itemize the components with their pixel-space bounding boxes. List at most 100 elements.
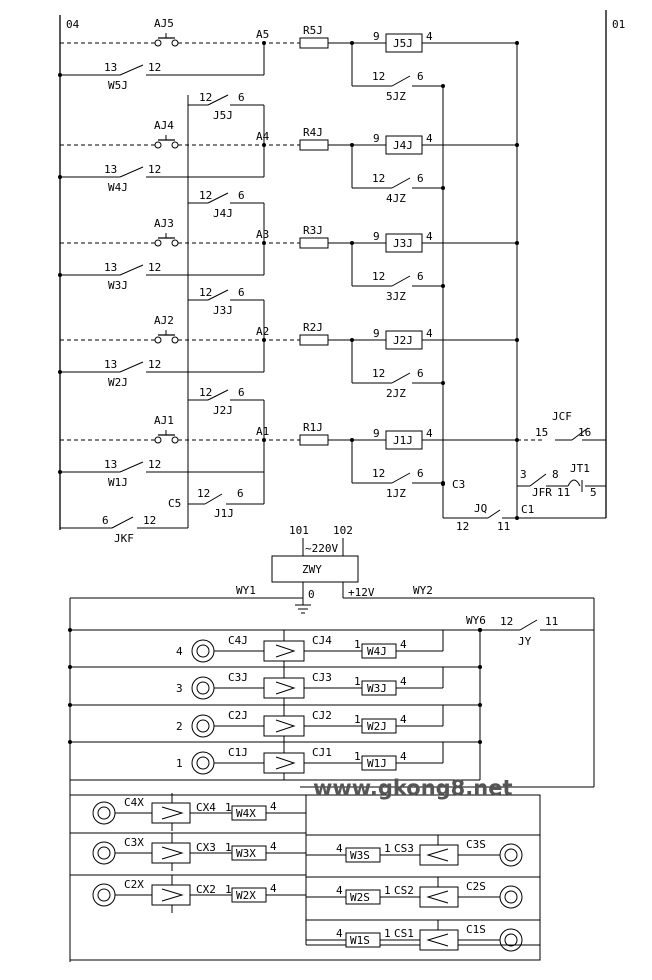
car-call-number: 1 xyxy=(176,757,183,770)
self-pin-a: 12 xyxy=(372,367,385,380)
relay-label: J1J xyxy=(393,434,413,447)
feed-pin-a: 12 xyxy=(199,189,212,202)
relay-pin-in: 9 xyxy=(373,230,380,243)
resistor xyxy=(299,237,329,249)
relay-pin-b: 4 xyxy=(270,882,277,895)
self-pin-a: 12 xyxy=(372,70,385,83)
voltage-in-label: ~220V xyxy=(305,542,338,555)
hold-label: W2J xyxy=(108,376,128,389)
hold-pin-a: 13 xyxy=(104,358,117,371)
button-label: AJ4 xyxy=(154,119,174,132)
jy-pin-a: 12 xyxy=(500,615,513,628)
relay-label: W2J xyxy=(367,720,387,733)
relay-pin-b: 4 xyxy=(336,927,343,940)
amplifier xyxy=(151,884,191,906)
sensor-label: C2S xyxy=(466,880,486,893)
jt1-label: JT1 xyxy=(570,462,590,475)
power-supply: 101 102 ~220V ZWY 0 +12V WY1 WY2 xyxy=(69,524,595,962)
relay-pin-b: 4 xyxy=(400,750,407,763)
jfr-label: JFR xyxy=(532,486,552,499)
jcf-pin-b: 16 xyxy=(578,426,591,439)
amplifier-arrow-icon xyxy=(275,756,296,770)
sensor-ring-icon xyxy=(191,714,215,738)
node-label: A1 xyxy=(256,425,269,438)
feed-pin-b: 6 xyxy=(238,189,245,202)
relay-label: W3S xyxy=(350,849,370,862)
jcf-pin-a: 15 xyxy=(535,426,548,439)
jy-pin-b: 11 xyxy=(545,615,558,628)
feed-pin-b: 6 xyxy=(238,91,245,104)
relay-pin-out: 4 xyxy=(426,230,433,243)
jkf-pin-b: 12 xyxy=(143,514,156,527)
hold-pin-b: 12 xyxy=(148,163,161,176)
resistor xyxy=(299,37,329,49)
resistor-label: R1J xyxy=(303,421,323,434)
amplifier xyxy=(419,886,459,908)
self-pin-a: 12 xyxy=(372,172,385,185)
relay-pin-a: 1 xyxy=(354,638,361,651)
relay-label: W4X xyxy=(236,807,256,820)
bottom-feed-contact: C5 12 6 J1J xyxy=(168,440,265,520)
relay-pin-a: 1 xyxy=(384,927,391,940)
jcf-label: JCF xyxy=(552,410,572,423)
feed-pin-b: 6 xyxy=(238,386,245,399)
self-pin-b: 6 xyxy=(417,172,424,185)
sensor-ring-icon xyxy=(191,639,215,663)
relay-label: J4J xyxy=(393,139,413,152)
power-in-a-label: 101 xyxy=(289,524,309,537)
amplifier-label: CX4 xyxy=(196,801,216,814)
relay-pin-b: 4 xyxy=(336,884,343,897)
relay-label: W3X xyxy=(236,847,256,860)
relay-label: W3J xyxy=(367,682,387,695)
amplifier-arrow-icon xyxy=(275,644,296,658)
sensor-ring-icon xyxy=(92,801,116,825)
amplifier-arrow-icon xyxy=(161,846,184,860)
self-label: 5JZ xyxy=(386,90,406,103)
jq-contact: JQ 12 11 C3 C1 xyxy=(441,478,606,533)
relay-label: J2J xyxy=(393,334,413,347)
relay-pin-out: 4 xyxy=(426,132,433,145)
relay-pin-a: 1 xyxy=(354,750,361,763)
hold-pin-b: 12 xyxy=(148,61,161,74)
hold-pin-b: 12 xyxy=(148,458,161,471)
relay-label: W1J xyxy=(367,757,387,770)
sensor-label: C3S xyxy=(466,838,486,851)
amplifier-label: CJ1 xyxy=(312,746,332,759)
button-label: AJ1 xyxy=(154,414,174,427)
amplifier-label: CJ2 xyxy=(312,709,332,722)
feed-label: J3J xyxy=(213,304,233,317)
sensor-ring-icon xyxy=(499,843,523,867)
amplifier-arrow-icon xyxy=(426,890,449,904)
amplifier-label: CJ4 xyxy=(312,634,332,647)
sensor-ring-icon xyxy=(499,885,523,909)
self-pin-b: 6 xyxy=(417,70,424,83)
relay-label: W4J xyxy=(367,645,387,658)
resistor xyxy=(299,434,329,446)
hold-pin-b: 12 xyxy=(148,261,161,274)
rail-right-label: 01 xyxy=(612,18,625,31)
hold-label: W1J xyxy=(108,476,128,489)
self-label: 4JZ xyxy=(386,192,406,205)
hold-pin-b: 12 xyxy=(148,358,161,371)
sensor-ring-icon xyxy=(191,751,215,775)
feed-pin-a: 12 xyxy=(199,286,212,299)
node-label: A4 xyxy=(256,130,270,143)
jt1-pin-b: 5 xyxy=(590,486,597,499)
sensor-ring-icon xyxy=(92,883,116,907)
resistor-label: R2J xyxy=(303,321,323,334)
relay-pin-out: 4 xyxy=(426,327,433,340)
relay-pin-a: 1 xyxy=(384,884,391,897)
amplifier xyxy=(263,752,305,774)
button-label: AJ3 xyxy=(154,217,174,230)
power-in-b-label: 102 xyxy=(333,524,353,537)
